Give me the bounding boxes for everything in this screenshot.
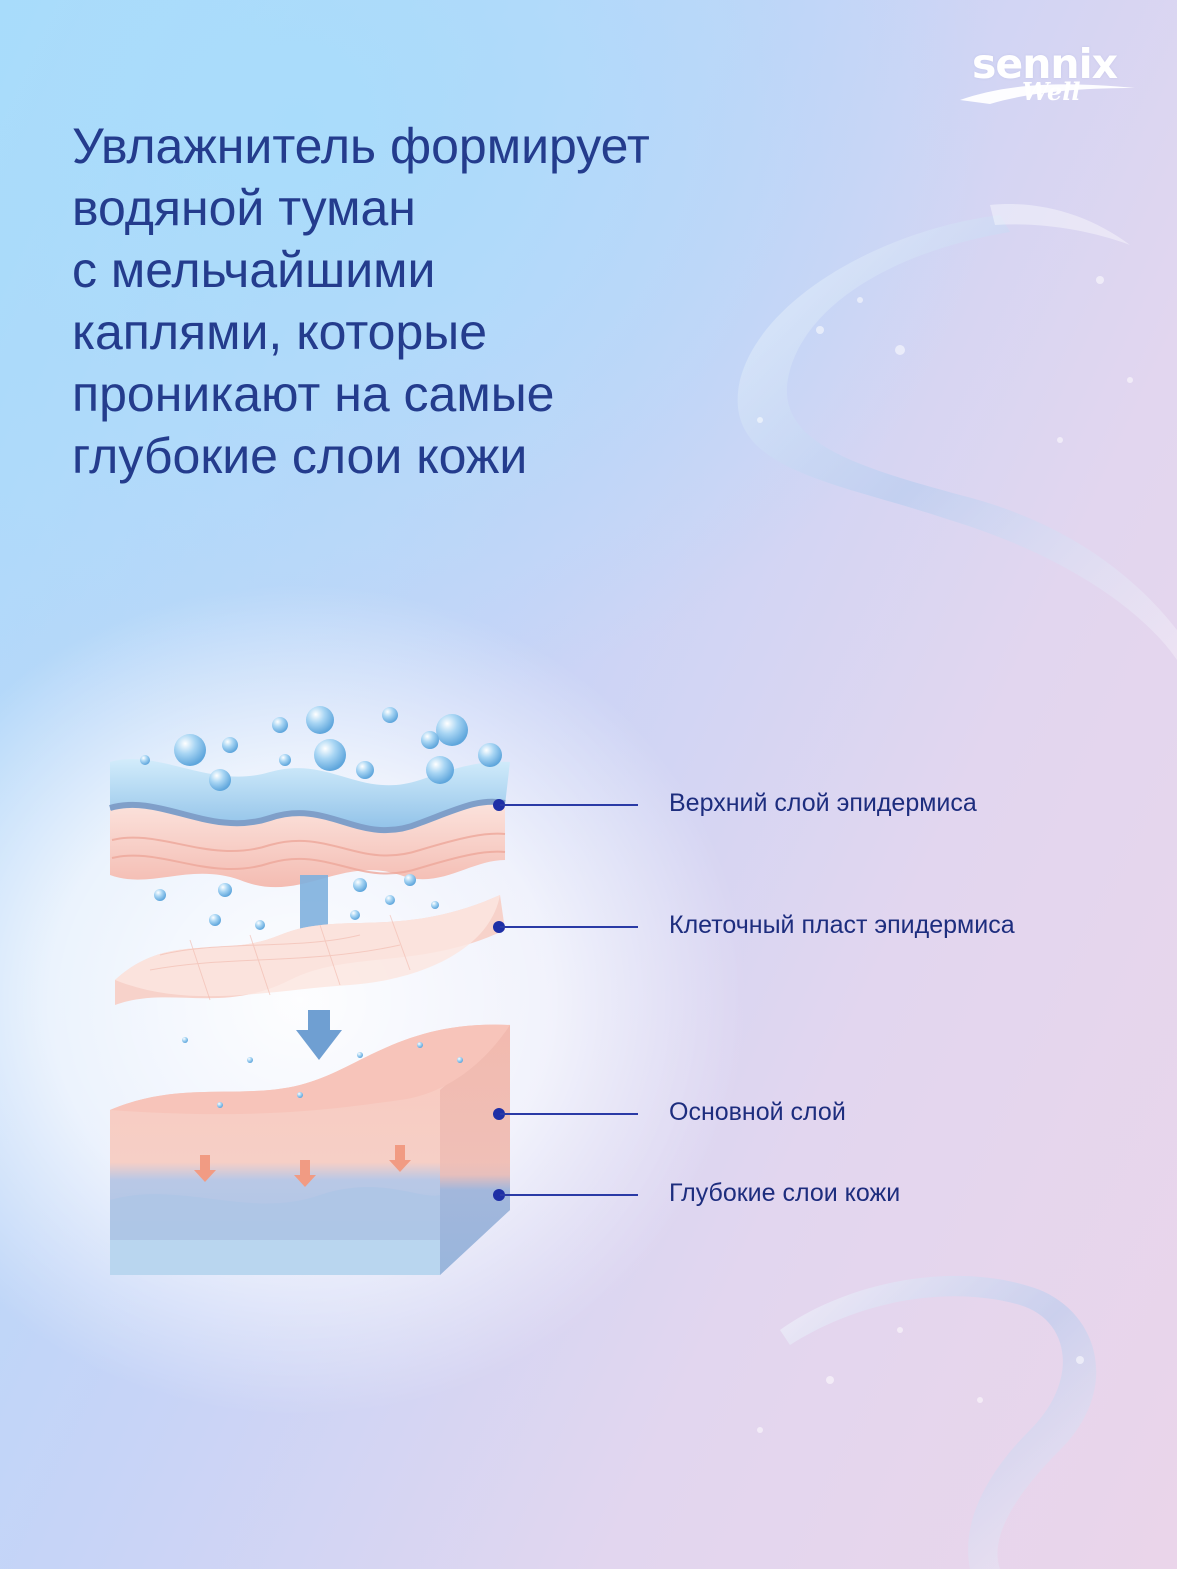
callout-line (500, 1113, 638, 1115)
headline-line-2: водяной туман (72, 180, 416, 236)
callout-dot (493, 921, 505, 933)
arrow-down-icon (296, 1010, 342, 1060)
callout-dot (493, 1189, 505, 1201)
base-block (110, 1024, 510, 1275)
headline-line-1: Увлажнитель формирует (72, 118, 650, 174)
callout-dot (493, 1108, 505, 1120)
cellular-layer (115, 895, 505, 1005)
callout-line (500, 1194, 638, 1196)
callout-cellular-layer: Клеточный пласт эпидермиса (0, 911, 1177, 939)
brand-logo: sennix Well (960, 40, 1140, 110)
callout-label: Клеточный пласт эпидермиса (669, 911, 1015, 939)
callout-top-epidermis: Верхний слой эпидермиса (0, 789, 1177, 817)
headline: Увлажнитель формирует водяной туман с ме… (72, 115, 772, 487)
callout-label: Глубокие слои кожи (669, 1179, 901, 1207)
headline-line-5: проникают на самые (72, 366, 555, 422)
callout-deep-layers: Глубокие слои кожи (0, 1179, 1177, 1207)
headline-line-3: с мельчайшими (72, 242, 436, 298)
logo-swoosh-icon (960, 84, 1135, 104)
water-droplets (140, 706, 502, 1108)
callout-label: Основной слой (669, 1098, 846, 1126)
callout-dot (493, 799, 505, 811)
brand-logo-sub: Well (1022, 77, 1081, 106)
headline-line-4: каплями, которые (72, 304, 488, 360)
brand-logo-name: sennix (972, 40, 1118, 88)
callout-label: Верхний слой эпидермиса (669, 789, 977, 817)
callout-base-layer: Основной слой (0, 1098, 1177, 1126)
skin-layers-illustration (109, 706, 510, 1275)
callout-line (500, 804, 638, 806)
callout-line (500, 926, 638, 928)
headline-line-6: глубокие слои кожи (72, 428, 528, 484)
